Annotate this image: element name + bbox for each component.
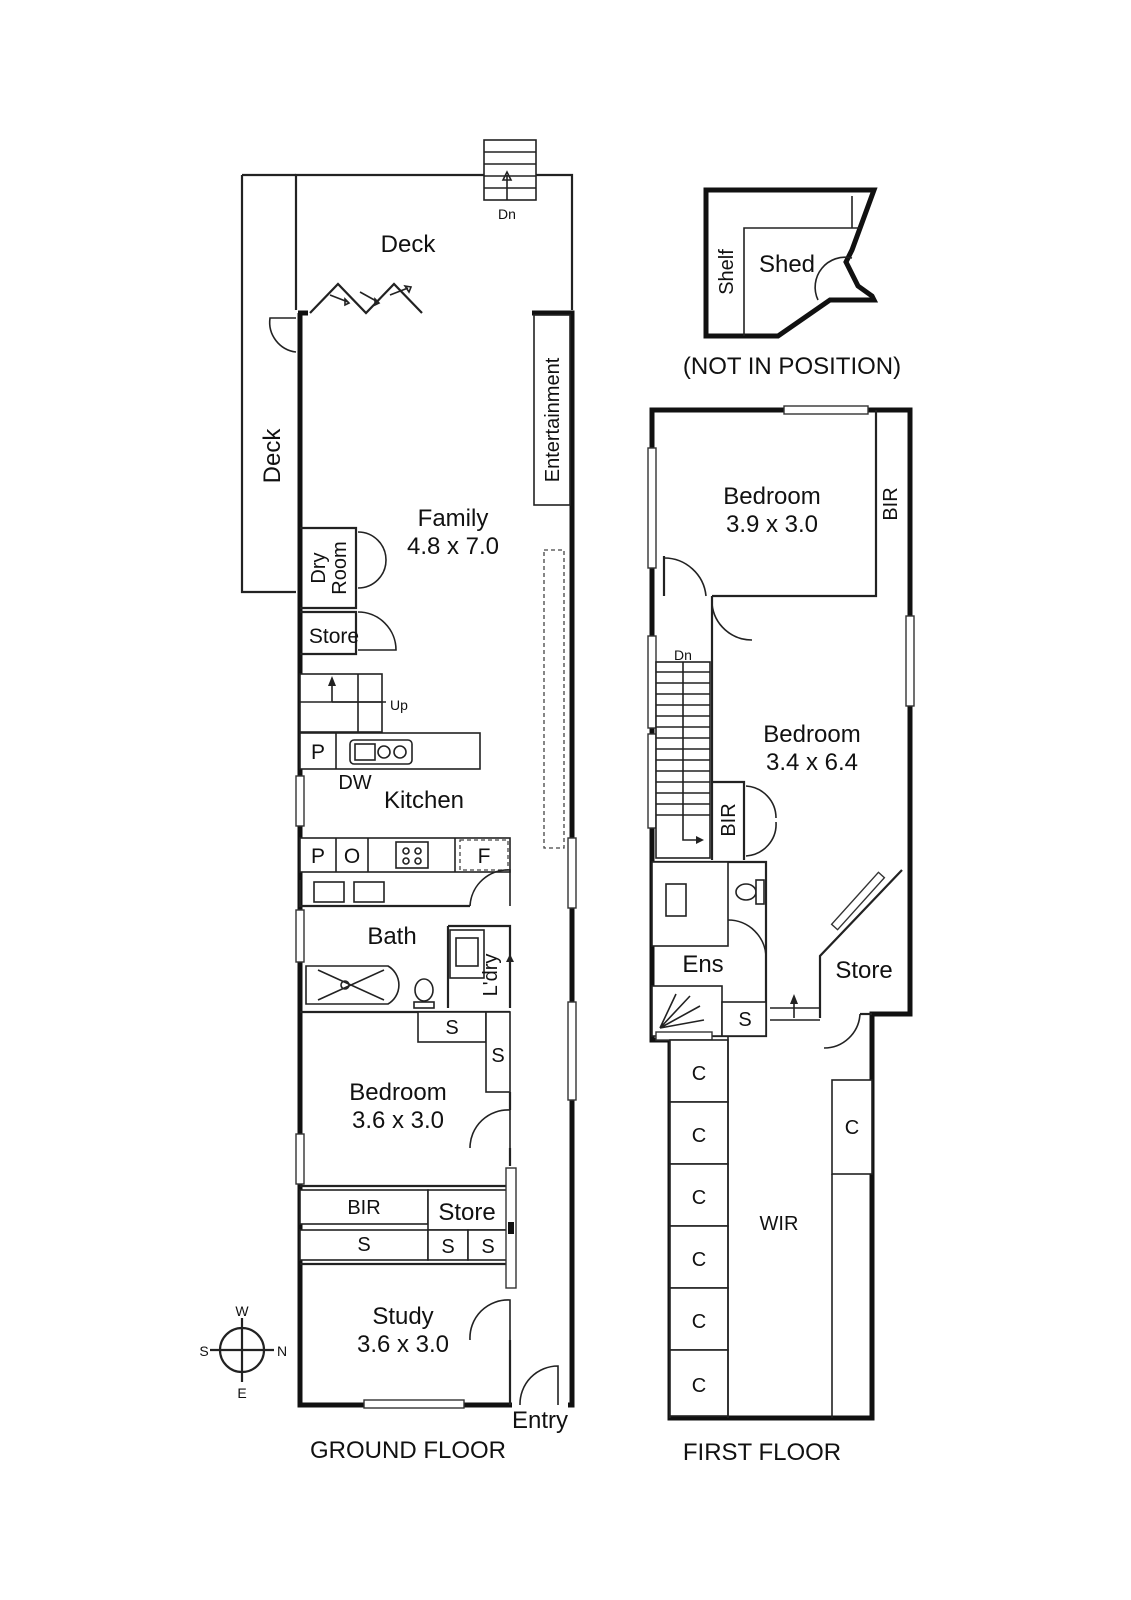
label-entry: Entry <box>512 1407 568 1434</box>
entry-door <box>519 1365 559 1406</box>
deck-outline <box>240 173 574 594</box>
label-bedroom-ground: Bedroom <box>349 1079 446 1106</box>
first-floor <box>647 405 915 1421</box>
side-door <box>268 317 297 353</box>
shed <box>703 187 879 339</box>
label-cupboard: C <box>845 1117 859 1139</box>
label-shed-shelf: Shelf <box>716 249 738 295</box>
label-deck-stair-dn: Dn <box>498 206 516 222</box>
label-dry: Dry <box>308 552 330 583</box>
label-deck-top: Deck <box>381 231 437 258</box>
label-stair-dn-first: Dn <box>674 647 692 663</box>
label-cupboard: C <box>692 1311 706 1333</box>
label-deck-side: Deck <box>259 428 286 484</box>
shelf-2 <box>485 1011 511 1093</box>
label-entertainment: Entertainment <box>542 357 564 482</box>
label-kitchen: Kitchen <box>384 787 464 814</box>
label-bedroom-ground-size: 3.6 x 3.0 <box>352 1107 444 1134</box>
labels: Deck Dn Deck Entertainment Family 4.8 x … <box>199 206 902 1466</box>
label-cupboard: C <box>692 1125 706 1147</box>
label-ensuite: Ens <box>682 951 723 978</box>
label-dishwasher: DW <box>338 772 371 794</box>
compass <box>210 1318 274 1382</box>
cooktop-icon <box>395 841 429 869</box>
label-family: Family <box>418 505 489 532</box>
store-1 <box>300 610 358 656</box>
entertainment-unit <box>533 314 571 506</box>
label-bir-1: BIR <box>880 487 902 520</box>
label-first-floor: FIRST FLOOR <box>683 1439 841 1466</box>
label-shelf-2: S <box>491 1045 504 1067</box>
label-bir-ground: BIR <box>347 1197 380 1219</box>
label-store-first: Store <box>835 957 892 984</box>
label-stair-up: Up <box>390 697 408 713</box>
label-bir-2: BIR <box>718 803 740 836</box>
shed-outline <box>703 187 879 339</box>
label-shed-note: (NOT IN POSITION) <box>683 353 901 380</box>
label-study-size: 3.6 x 3.0 <box>357 1331 449 1358</box>
compass-east: E <box>237 1385 246 1401</box>
label-cupboard: C <box>692 1187 706 1209</box>
label-shelf-first: S <box>738 1009 751 1031</box>
deck-steps <box>483 139 537 201</box>
label-cupboard: C <box>692 1375 706 1397</box>
fridge-space <box>459 839 509 871</box>
bifold-door <box>309 282 423 315</box>
store-first <box>818 869 903 1018</box>
laundry <box>448 924 512 1008</box>
label-laundry: L'dry <box>480 954 502 997</box>
label-oven: O <box>344 845 360 868</box>
label-pantry-1: P <box>311 741 325 764</box>
label-bedroom-2-size: 3.4 x 6.4 <box>766 749 858 776</box>
bir-ground <box>299 1189 429 1225</box>
label-cupboard: C <box>692 1063 706 1085</box>
label-shed: Shed <box>759 251 815 278</box>
label-shelf-5: S <box>481 1236 494 1258</box>
dashed-bench <box>543 549 565 849</box>
label-store-2: Store <box>438 1199 495 1226</box>
ground-floor <box>240 139 577 1409</box>
deck-top-edge <box>240 173 296 310</box>
label-fridge: F <box>478 845 491 868</box>
label-shelf-1: S <box>445 1017 458 1039</box>
label-bath: Bath <box>367 923 416 950</box>
toilet-icon <box>414 978 434 1002</box>
stair-down-first <box>655 661 711 859</box>
compass-south: S <box>199 1343 208 1359</box>
shower <box>651 985 723 1037</box>
compass-west: W <box>235 1303 249 1319</box>
dry-room <box>300 526 358 610</box>
label-room: Room <box>329 541 351 594</box>
ensuite-toilet-icon <box>735 883 757 901</box>
label-bedroom-1-size: 3.9 x 3.0 <box>726 511 818 538</box>
bir-first-2 <box>712 780 746 860</box>
label-ground-floor: GROUND FLOOR <box>310 1437 506 1464</box>
label-shelf-3: S <box>357 1234 370 1256</box>
store-2 <box>427 1189 509 1231</box>
label-bedroom-1: Bedroom <box>723 483 820 510</box>
label-family-size: 4.8 x 7.0 <box>407 533 499 560</box>
compass-north: N <box>277 1343 287 1359</box>
label-shelf-4: S <box>441 1236 454 1258</box>
stair-up <box>299 673 386 733</box>
label-bedroom-2: Bedroom <box>763 721 860 748</box>
label-study: Study <box>372 1303 433 1330</box>
label-wir: WIR <box>760 1213 799 1235</box>
label-cupboard: C <box>692 1249 706 1271</box>
label-store-1: Store <box>309 625 359 648</box>
label-pantry-2: P <box>311 845 325 868</box>
